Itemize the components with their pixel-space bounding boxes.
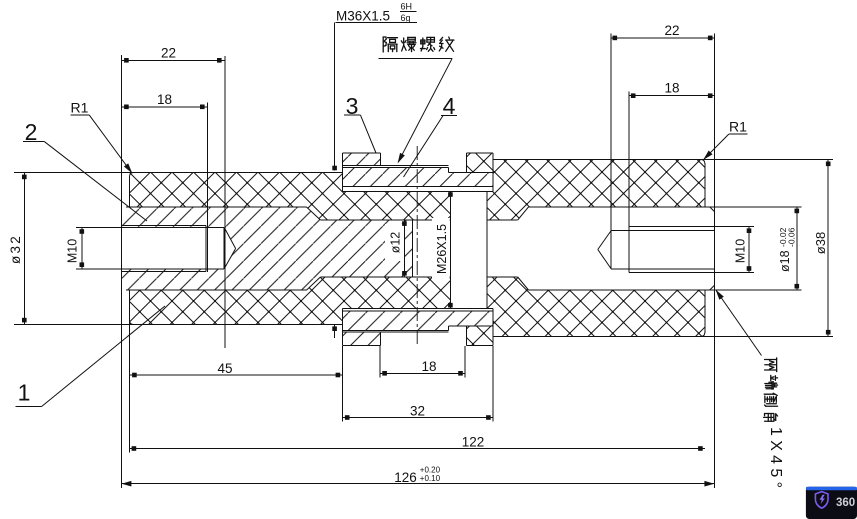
svg-text:-0.06: -0.06 xyxy=(787,227,797,247)
svg-text:M10: M10 xyxy=(734,239,748,263)
svg-text:18: 18 xyxy=(421,359,436,374)
svg-text:R1: R1 xyxy=(729,119,747,135)
svg-text:4: 4 xyxy=(443,93,456,119)
svg-text:126: 126 xyxy=(394,470,417,485)
svg-text:18: 18 xyxy=(157,92,172,107)
svg-text:22: 22 xyxy=(161,46,176,61)
svg-text:6g: 6g xyxy=(401,13,411,23)
svg-text:ø32: ø32 xyxy=(8,234,23,264)
svg-text:R1: R1 xyxy=(71,100,89,116)
svg-text:M10: M10 xyxy=(66,239,80,263)
svg-text:-0.02: -0.02 xyxy=(778,227,788,247)
svg-text:3: 3 xyxy=(346,93,359,119)
svg-text:6H: 6H xyxy=(401,2,413,12)
svg-text:M26X1.5: M26X1.5 xyxy=(435,224,449,274)
svg-text:360: 360 xyxy=(836,497,855,509)
svg-text:22: 22 xyxy=(664,23,679,38)
svg-text:M36X1.5: M36X1.5 xyxy=(336,9,390,24)
svg-text:ø18: ø18 xyxy=(778,250,792,272)
svg-text:1: 1 xyxy=(18,380,31,406)
svg-text:32: 32 xyxy=(410,403,425,418)
svg-text:2: 2 xyxy=(25,119,38,145)
svg-text:1X45°: 1X45° xyxy=(767,427,784,492)
svg-text:+0.10: +0.10 xyxy=(420,474,441,483)
svg-text:ø38: ø38 xyxy=(813,232,828,254)
svg-text:ø12: ø12 xyxy=(389,232,403,254)
svg-text:+0.20: +0.20 xyxy=(420,466,441,475)
svg-text:45: 45 xyxy=(217,361,232,376)
svg-text:18: 18 xyxy=(664,81,679,96)
svg-text:122: 122 xyxy=(462,434,485,449)
